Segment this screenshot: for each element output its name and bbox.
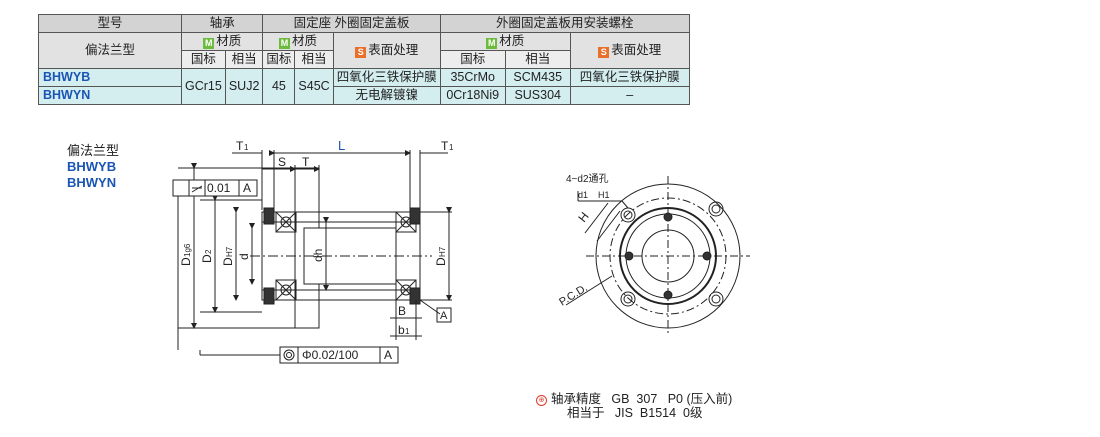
fixed-eq: S45C bbox=[294, 68, 334, 105]
surface-tag-icon: S bbox=[355, 47, 367, 58]
datum-A-conc: A bbox=[384, 348, 392, 362]
svg-text:2: 2 bbox=[204, 249, 213, 254]
hole-depth-label: d1 bbox=[578, 190, 588, 200]
model-code: BHWYN bbox=[38, 86, 182, 105]
dim-D1: D bbox=[179, 257, 193, 266]
svg-text:1: 1 bbox=[244, 143, 249, 152]
bearing-top-left bbox=[275, 211, 297, 233]
flatness-frame bbox=[172, 179, 258, 197]
type-code-2: BHWYN bbox=[67, 175, 117, 190]
bolt-std: 35CrMo bbox=[439, 68, 506, 87]
svg-text:H1: H1 bbox=[598, 190, 610, 200]
dim-D2: D bbox=[200, 254, 214, 263]
header-std: 国标 bbox=[262, 50, 296, 69]
svg-text:H7: H7 bbox=[438, 246, 447, 257]
bolt-surface: 四氧化三铁保护膜 bbox=[569, 68, 690, 87]
dim-T: T bbox=[302, 155, 310, 169]
fixed-std: 45 bbox=[262, 68, 296, 105]
dim-DH7-right: D bbox=[434, 257, 448, 266]
header-model: 型号 bbox=[38, 14, 182, 33]
header-bearing: 轴承 bbox=[180, 14, 264, 33]
material-tag-icon: M bbox=[279, 38, 291, 49]
dim-S: S bbox=[278, 155, 286, 169]
svg-text:1: 1 bbox=[405, 327, 410, 336]
note-line-2: 相当于 JIS B1514 0级 bbox=[567, 406, 703, 420]
header-std: 国标 bbox=[439, 50, 506, 69]
bearing-bottom-left bbox=[275, 279, 297, 301]
dim-dh: dh bbox=[311, 249, 325, 262]
material-tag-icon: M bbox=[486, 38, 498, 49]
dim-d: d bbox=[237, 253, 251, 260]
surface-treatment: 无电解镀镍 bbox=[332, 86, 441, 105]
svg-text:1: 1 bbox=[449, 143, 454, 152]
header-fixed-seat: 固定座 外圈固定盖板 bbox=[262, 14, 441, 33]
dim-PCD: P.C.D. bbox=[557, 282, 590, 309]
front-view bbox=[565, 176, 750, 336]
material-tag-icon: M bbox=[203, 38, 215, 49]
note-icon: ⊕ bbox=[536, 395, 547, 406]
dim-DH7: D bbox=[221, 257, 235, 266]
datum-A-box: A bbox=[440, 310, 448, 322]
tol-flatness: 0.01 bbox=[207, 181, 231, 195]
note-line-1: ⊕轴承精度 GB 307 P0 (压入前) bbox=[536, 392, 732, 407]
dim-T1-right: T bbox=[441, 139, 449, 153]
bolt-eq: SCM435 bbox=[504, 68, 571, 87]
surface-treatment: 四氧化三铁保护膜 bbox=[332, 68, 441, 87]
bolt-std: 0Cr18Ni9 bbox=[439, 86, 506, 105]
datum-A: A bbox=[243, 181, 251, 195]
header-type: 偏法兰型 bbox=[38, 32, 182, 69]
type-code-1: BHWYB bbox=[67, 159, 117, 174]
svg-text:H7: H7 bbox=[225, 246, 234, 257]
svg-text:1g6: 1g6 bbox=[183, 243, 192, 257]
surface-tag-icon: S bbox=[598, 47, 610, 58]
bearing-std: GCr15 bbox=[181, 68, 226, 105]
dim-H: H bbox=[575, 209, 591, 224]
dim-L: L bbox=[338, 138, 345, 153]
dim-B: B bbox=[398, 304, 406, 318]
hole-label: 4−d2通孔 bbox=[566, 173, 609, 185]
dim-b1: b bbox=[398, 323, 405, 337]
bolt-eq: SUS304 bbox=[504, 86, 571, 105]
type-label: 偏法兰型 bbox=[67, 143, 120, 158]
header-eq: 相当 bbox=[294, 50, 334, 69]
concentricity-icon bbox=[283, 349, 295, 361]
concentricity-frame bbox=[279, 346, 399, 364]
tol-concentricity: Φ0.02/100 bbox=[302, 348, 359, 362]
dim-T1-left: T bbox=[236, 139, 244, 153]
side-view bbox=[177, 150, 452, 356]
bolt-surface: – bbox=[569, 86, 690, 105]
